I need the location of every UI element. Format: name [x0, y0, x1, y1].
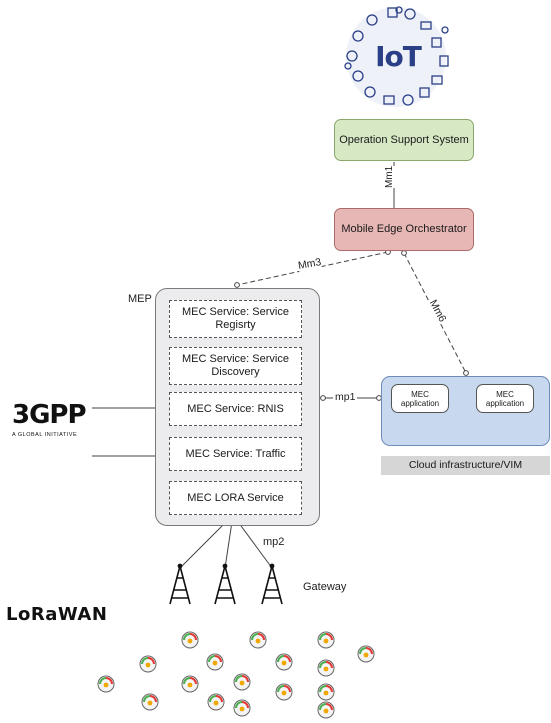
cloud-infrastructure-label-bar: Cloud infrastructure/VIM [381, 456, 550, 475]
lora-end-device-icon [317, 701, 335, 719]
lora-end-device-icon [357, 645, 375, 663]
lora-end-device-icon [275, 653, 293, 671]
service-discovery-box[interactable]: MEC Service: Service Discovery [169, 347, 302, 385]
iot-icon-cluster [344, 6, 449, 107]
mp1-label: mp1 [333, 391, 358, 403]
lora-end-device-icon [141, 693, 159, 711]
lora-end-device-icon [317, 659, 335, 677]
iot-logo: IoT [375, 39, 422, 73]
gateway-label: Gateway [303, 581, 347, 593]
service-registry-label: MEC Service: Service Regisrty [182, 306, 289, 331]
lorawan-logo: LoRaWAN [6, 604, 108, 625]
rnis-service-box[interactable]: MEC Service: RNIS [169, 392, 302, 426]
lora-end-device-icon [317, 683, 335, 701]
lora-service-box[interactable]: MEC LORA Service [169, 481, 302, 515]
orchestrator-label: Mobile Edge Orchestrator [341, 223, 467, 235]
mec-application-1-label: MEC application [400, 389, 440, 408]
operation-support-system-box[interactable]: Operation Support System [334, 119, 474, 161]
lora-service-label: MEC LORA Service [187, 491, 284, 504]
traffic-service-label: MEC Service: Traffic [185, 447, 286, 460]
mobile-edge-orchestrator-box[interactable]: Mobile Edge Orchestrator [334, 208, 474, 251]
service-discovery-label: MEC Service: Service Discovery [182, 353, 289, 378]
lora-end-device-icon [233, 673, 251, 691]
mm1-label: Mm1 [384, 165, 395, 188]
cloud-infrastructure-label: Cloud infrastructure/VIM [408, 459, 523, 471]
service-registry-box[interactable]: MEC Service: Service Regisrty [169, 300, 302, 338]
lora-end-device-icon [233, 699, 251, 717]
mec-application-2[interactable]: MEC application [476, 384, 534, 413]
lora-end-device-icon [139, 655, 157, 673]
mep-label: MEP [128, 293, 152, 305]
lora-end-device-icon [207, 693, 225, 711]
gateway-tower-icons [169, 563, 283, 605]
lora-end-device-icon [249, 631, 267, 649]
oss-label: Operation Support System [339, 133, 469, 146]
mp2-label: mp2 [263, 536, 285, 548]
lora-device-icons [97, 631, 375, 719]
lora-end-device-icon [275, 683, 293, 701]
mec-application-1[interactable]: MEC application [391, 384, 449, 413]
lora-end-device-icon [181, 675, 199, 693]
lora-end-device-icon [181, 631, 199, 649]
lora-end-device-icon [206, 653, 224, 671]
3gpp-logo: 3GPP A GLOBAL INITIATIVE [6, 400, 92, 450]
mec-application-2-label: MEC application [485, 389, 525, 408]
lora-end-device-icon [317, 631, 335, 649]
mm3-line [236, 251, 389, 286]
traffic-service-box[interactable]: MEC Service: Traffic [169, 437, 302, 471]
3gpp-logo-text: 3GPP [12, 400, 87, 430]
lora-end-device-icon [97, 675, 115, 693]
rnis-service-label: MEC Service: RNIS [187, 402, 284, 415]
3gpp-tagline: A GLOBAL INITIATIVE [12, 432, 78, 438]
